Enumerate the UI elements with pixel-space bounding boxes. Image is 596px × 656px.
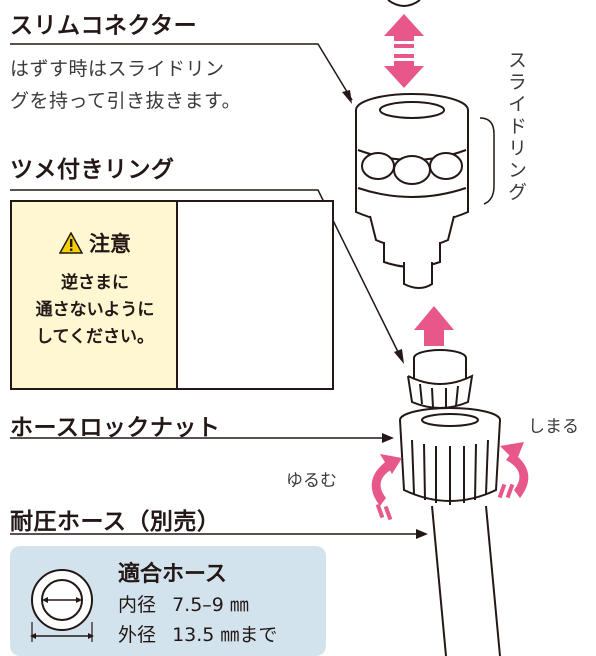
loosen-label: ゆるむ bbox=[286, 471, 337, 491]
caution-title-text: 注意 bbox=[89, 232, 131, 256]
caution-line2: 通さないように bbox=[35, 300, 155, 320]
caution-box: 注意 逆さまに 通さないように してください。 bbox=[10, 200, 334, 390]
caution-line1: 逆さまに bbox=[61, 273, 129, 293]
top-part-edge bbox=[387, 0, 421, 7]
tighten-label: しまる bbox=[528, 417, 579, 437]
pressure-hose-illustration bbox=[431, 505, 501, 656]
slim-connector-desc-line1: はずす時はスライドリン bbox=[10, 58, 225, 80]
hose-cross-section-icon bbox=[30, 569, 94, 642]
caution-line3: してください。 bbox=[36, 327, 154, 347]
caution-message: 逆さまに 通さないように してください。 bbox=[12, 270, 178, 351]
lock-nut-leader-arrowhead bbox=[382, 433, 394, 443]
claw-ring-label: ツメ付きリング bbox=[10, 157, 175, 183]
inner-diameter-label: 内径 bbox=[118, 594, 157, 616]
slim-connector-desc-line2: グを持って引き抜きます。 bbox=[10, 90, 242, 112]
compatible-hose-box: 適合ホース 内径 7.5–9 ㎜ 外径 13.5 ㎜まで bbox=[10, 546, 326, 656]
slim-connector-leader bbox=[10, 43, 353, 101]
inner-diameter-row: 内径 7.5–9 ㎜ bbox=[118, 590, 249, 617]
slim-connector-leader-arrowhead bbox=[342, 90, 352, 104]
caution-title: 注意 bbox=[12, 228, 178, 258]
caution-panel: 注意 逆さまに 通さないように してください。 bbox=[12, 202, 178, 388]
outer-diameter-value: 13.5 ㎜まで bbox=[172, 624, 278, 646]
pull-double-arrow-icon bbox=[384, 14, 424, 88]
insert-arrow-icon bbox=[414, 306, 454, 346]
slide-ring-label: スライドリング bbox=[505, 50, 527, 204]
hose-lock-nut-label: ホースロックナット bbox=[10, 415, 221, 441]
outer-diameter-label: 外径 bbox=[118, 624, 157, 646]
warning-triangle-icon bbox=[58, 231, 84, 254]
slim-connector-illustration bbox=[355, 93, 469, 289]
slide-ring-bracket bbox=[479, 117, 495, 205]
tighten-rotation-arrow-icon bbox=[497, 442, 529, 499]
claw-ring-leader-arrowhead bbox=[394, 349, 404, 364]
compatible-hose-title: 適合ホース bbox=[118, 562, 227, 587]
claw-ring-leader bbox=[10, 189, 403, 361]
hose-leader-arrowhead bbox=[416, 529, 428, 539]
inner-diameter-value: 7.5–9 ㎜ bbox=[172, 594, 249, 616]
outer-diameter-row: 外径 13.5 ㎜まで bbox=[118, 620, 277, 647]
slim-connector-label: スリムコネクター bbox=[10, 13, 198, 39]
claw-ring-illustration bbox=[407, 349, 474, 409]
loosen-rotation-arrow-icon bbox=[371, 454, 402, 521]
pressure-hose-label: 耐圧ホース（別売） bbox=[10, 509, 221, 535]
hose-lock-nut-illustration bbox=[399, 407, 501, 505]
